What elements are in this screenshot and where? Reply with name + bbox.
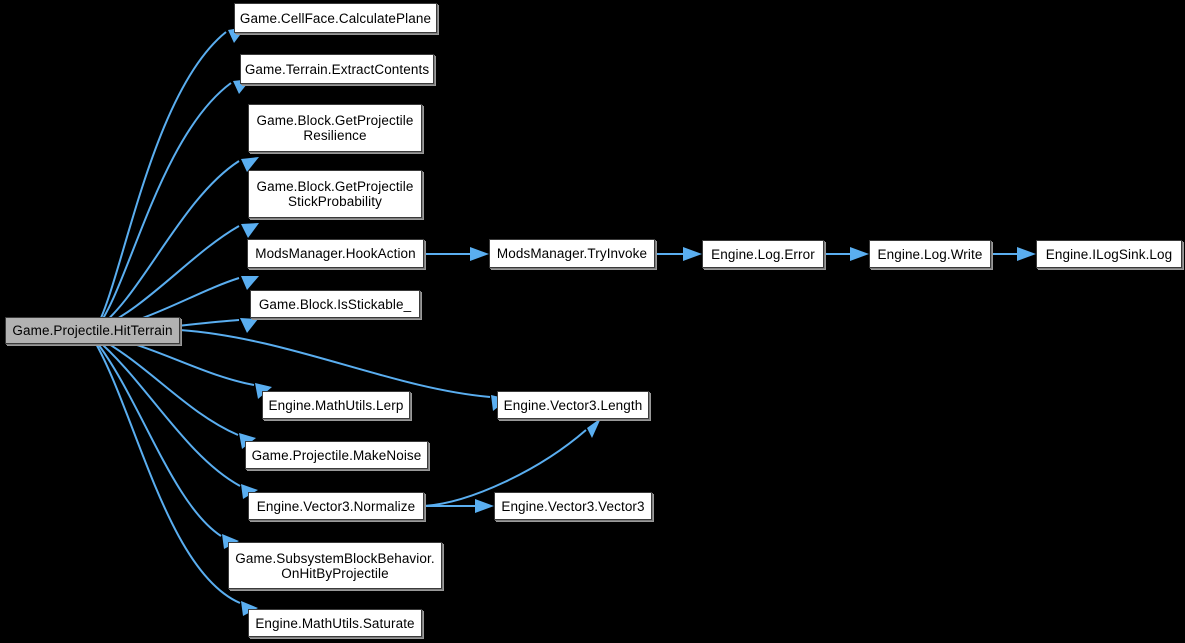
node-label-lerp: Engine.MathUtils.Lerp bbox=[268, 397, 404, 413]
edge-logwrite-to-ilogsinklog bbox=[991, 247, 1036, 261]
node-label-logwrite: Engine.Log.Write bbox=[877, 246, 983, 262]
node-calcplane[interactable]: Game.CellFace.CalculatePlane bbox=[234, 3, 437, 33]
node-hookaction[interactable]: ModsManager.HookAction bbox=[247, 239, 424, 268]
node-label-hookaction: ModsManager.HookAction bbox=[255, 246, 416, 261]
node-getprojres[interactable]: Game.Block.GetProjectile Resilience bbox=[248, 104, 422, 152]
edge-hookaction-to-tryinvoke bbox=[424, 247, 489, 261]
node-saturate[interactable]: Engine.MathUtils.Saturate bbox=[248, 609, 422, 637]
node-normalize[interactable]: Engine.Vector3.Normalize bbox=[248, 492, 424, 520]
node-vector3ctor[interactable]: Engine.Vector3.Vector3 bbox=[494, 492, 652, 520]
node-logwrite[interactable]: Engine.Log.Write bbox=[869, 240, 991, 268]
node-label-root: Game.Projectile.HitTerrain bbox=[12, 323, 173, 338]
node-label-calcplane: Game.CellFace.CalculatePlane bbox=[239, 10, 432, 26]
edge-normalize-to-vector3ctor bbox=[424, 499, 494, 513]
edge-root-to-getprojstick bbox=[94, 223, 259, 331]
node-tryinvoke[interactable]: ModsManager.TryInvoke bbox=[489, 239, 655, 268]
node-label-tryinvoke: ModsManager.TryInvoke bbox=[496, 246, 648, 261]
node-label-makenoise: Game.Projectile.MakeNoise bbox=[251, 447, 422, 463]
edge-root-to-onhitbyproj bbox=[94, 339, 239, 549]
node-label-extractcontents: Game.Terrain.ExtractContents bbox=[244, 61, 430, 77]
edge-root-to-getprojres bbox=[94, 157, 259, 331]
node-getprojstick[interactable]: Game.Block.GetProjectile StickProbabilit… bbox=[248, 170, 422, 218]
node-label-vector3ctor: Engine.Vector3.Vector3 bbox=[501, 498, 645, 514]
node-label-saturate: Engine.MathUtils.Saturate bbox=[255, 615, 415, 631]
node-label-length: Engine.Vector3.Length bbox=[503, 397, 643, 413]
node-lerp[interactable]: Engine.MathUtils.Lerp bbox=[262, 391, 410, 419]
edge-logerror-to-logwrite bbox=[824, 247, 869, 261]
node-extractcontents[interactable]: Game.Terrain.ExtractContents bbox=[240, 54, 434, 84]
node-label-normalize: Engine.Vector3.Normalize bbox=[256, 498, 416, 514]
node-makenoise[interactable]: Game.Projectile.MakeNoise bbox=[245, 441, 428, 469]
node-label-isstickable: Game.Block.IsStickable_ bbox=[258, 296, 412, 312]
node-label-onhitbyproj: Game.SubsystemBlockBehavior. OnHitByProj… bbox=[235, 550, 435, 581]
edge-root-to-normalize bbox=[94, 337, 258, 499]
node-label-getprojres: Game.Block.GetProjectile Resilience bbox=[256, 113, 414, 143]
edge-tryinvoke-to-logerror bbox=[655, 247, 702, 261]
node-label-getprojstick: Game.Block.GetProjectile StickProbabilit… bbox=[256, 179, 414, 209]
edge-normalize-to-length bbox=[423, 418, 601, 507]
node-length[interactable]: Engine.Vector3.Length bbox=[497, 391, 649, 419]
edge-root-to-saturate bbox=[94, 341, 258, 616]
node-logerror[interactable]: Engine.Log.Error bbox=[702, 240, 824, 268]
node-root[interactable]: Game.Projectile.HitTerrain bbox=[5, 317, 180, 344]
node-label-logerror: Engine.Log.Error bbox=[711, 246, 815, 262]
node-isstickable[interactable]: Game.Block.IsStickable_ bbox=[250, 290, 420, 318]
node-ilogsinklog[interactable]: Engine.ILogSink.Log bbox=[1036, 240, 1182, 268]
node-onhitbyproj[interactable]: Game.SubsystemBlockBehavior. OnHitByProj… bbox=[228, 542, 442, 589]
edge-root-to-extractcontents bbox=[94, 79, 251, 331]
node-label-ilogsinklog: Engine.ILogSink.Log bbox=[1045, 246, 1173, 262]
